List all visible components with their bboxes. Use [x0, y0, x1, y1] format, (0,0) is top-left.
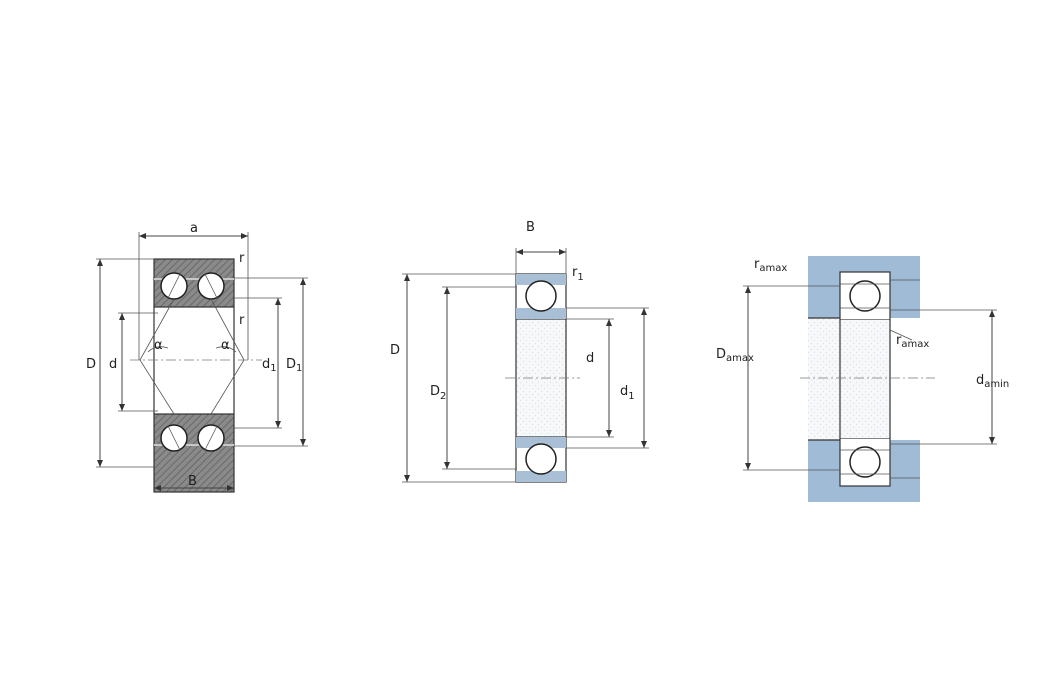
ball [849, 280, 881, 312]
bottom-bearing-section [153, 413, 235, 493]
label-r1: r1 [572, 265, 584, 283]
label-alpha-right: α [221, 338, 230, 353]
top-bearing-section [515, 273, 567, 320]
figure-abutment-dimensions: ramax Damax ramax damin [716, 256, 1009, 502]
label-D1: D1 [286, 357, 302, 374]
label-d1: d1 [262, 357, 277, 374]
label-d1: d1 [620, 384, 635, 402]
bottom-bearing-section [515, 436, 567, 483]
figure-double-row-angular-contact: a r r D d α α d1 D1 B [86, 221, 308, 493]
label-r-mid: r [239, 313, 245, 328]
label-D: D [86, 357, 96, 372]
label-Damax: Damax [716, 347, 754, 364]
top-bearing-section [839, 271, 891, 321]
label-d: d [586, 351, 594, 366]
label-damin: damin [976, 373, 1009, 390]
ball [525, 443, 557, 475]
label-d: d [109, 357, 117, 372]
label-B: B [526, 220, 535, 235]
label-ramax-right: ramax [896, 333, 929, 350]
top-bearing-section [153, 258, 235, 308]
label-alpha-left: α [154, 338, 163, 353]
label-r-top: r [239, 251, 245, 266]
label-D2: D2 [430, 384, 446, 402]
label-a: a [190, 221, 198, 236]
ball [849, 446, 881, 478]
bottom-bearing-section [839, 437, 891, 487]
figure-deep-groove-ball-bearing: B r1 D D2 d d1 [390, 220, 649, 483]
label-B: B [188, 474, 197, 489]
ball [525, 280, 557, 312]
label-ramax-top: ramax [754, 257, 787, 274]
label-D: D [390, 343, 400, 358]
